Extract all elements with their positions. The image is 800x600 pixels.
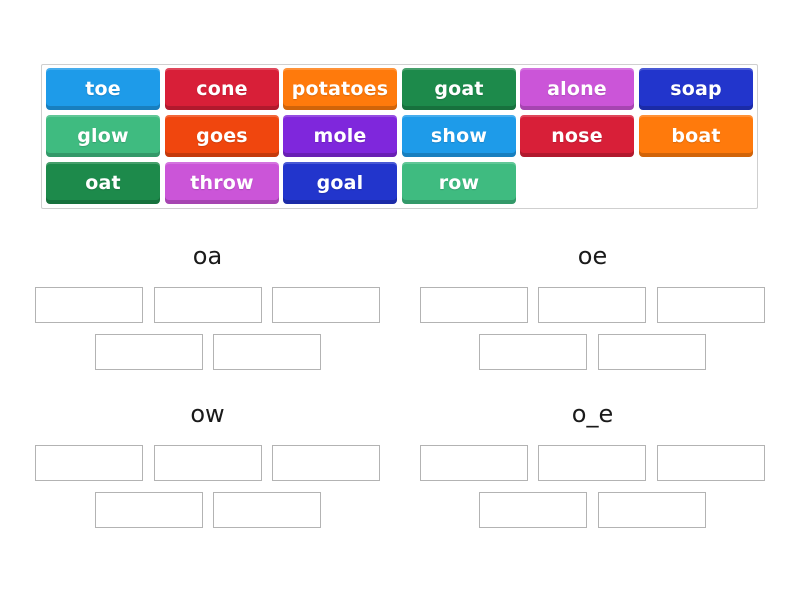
word-tile[interactable]: cone [165, 68, 279, 110]
drop-slot-o-e[interactable] [479, 492, 587, 528]
word-tile-tray [41, 64, 758, 209]
group-title-oe: oe [577, 242, 608, 270]
drop-slot-ow[interactable] [272, 445, 380, 481]
word-tile[interactable]: goes [165, 115, 279, 157]
drop-slot-oe[interactable] [657, 287, 765, 323]
drop-slot-oe[interactable] [538, 287, 646, 323]
drop-slot-o-e[interactable] [538, 445, 646, 481]
word-tile[interactable]: soap [639, 68, 753, 110]
word-tile[interactable]: goal [283, 162, 397, 204]
word-tile[interactable]: nose [520, 115, 634, 157]
group-title-ow: ow [190, 400, 225, 428]
drop-slot-o-e[interactable] [657, 445, 765, 481]
word-tile[interactable]: throw [165, 162, 279, 204]
drop-slot-o-e[interactable] [598, 492, 706, 528]
word-tile[interactable]: alone [520, 68, 634, 110]
word-tile[interactable]: mole [283, 115, 397, 157]
group-title-oa: oa [192, 242, 223, 270]
word-tile[interactable]: glow [46, 115, 160, 157]
drop-slot-oa[interactable] [272, 287, 380, 323]
word-tile[interactable]: toe [46, 68, 160, 110]
word-tile[interactable]: goat [402, 68, 516, 110]
drop-slot-oa[interactable] [213, 334, 321, 370]
drop-slot-oe[interactable] [420, 287, 528, 323]
drop-slot-ow[interactable] [213, 492, 321, 528]
drop-slot-oe[interactable] [598, 334, 706, 370]
drop-slot-oa[interactable] [35, 287, 143, 323]
drop-slot-oe[interactable] [479, 334, 587, 370]
word-tile[interactable]: boat [639, 115, 753, 157]
drop-slot-ow[interactable] [154, 445, 262, 481]
group-title-o-e: o_e [571, 400, 614, 428]
drop-slot-o-e[interactable] [420, 445, 528, 481]
drop-slot-oa[interactable] [95, 334, 203, 370]
word-tile[interactable]: potatoes [283, 68, 397, 110]
word-tile[interactable]: row [402, 162, 516, 204]
drop-slot-oa[interactable] [154, 287, 262, 323]
drop-slot-ow[interactable] [95, 492, 203, 528]
word-tile[interactable]: oat [46, 162, 160, 204]
word-tile[interactable]: show [402, 115, 516, 157]
drop-slot-ow[interactable] [35, 445, 143, 481]
